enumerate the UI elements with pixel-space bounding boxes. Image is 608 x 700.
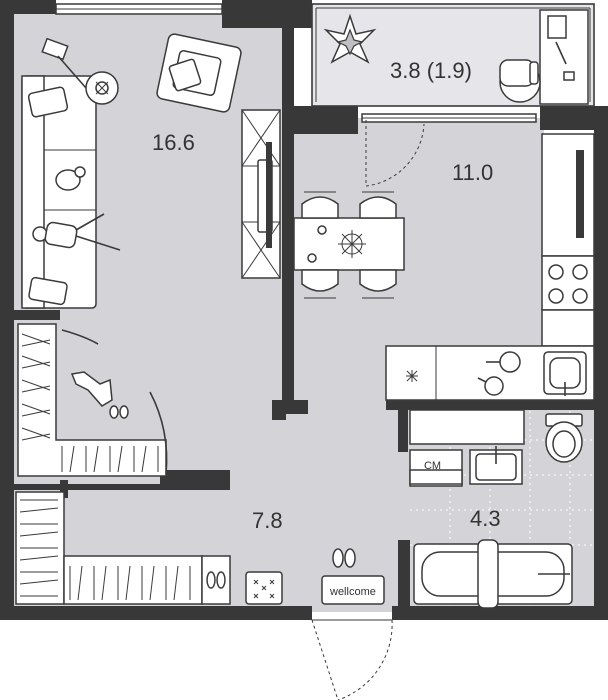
walls	[0, 0, 608, 620]
dining-chairs	[301, 191, 397, 299]
plant-icon	[323, 13, 377, 64]
flowers-icon	[338, 230, 366, 258]
bathtub-icon	[413, 539, 573, 609]
tv-cabinet	[241, 109, 281, 279]
kitchen-sink-icon	[543, 351, 587, 396]
balcony-area-label: 3.8 (1.9)	[390, 58, 472, 83]
balcony-door	[365, 120, 425, 187]
bathroom-area-label: 4.3	[470, 506, 501, 531]
cat-icon	[55, 166, 86, 191]
shoes-icon	[206, 571, 226, 589]
armchair	[156, 33, 242, 113]
office-chair-icon	[499, 59, 541, 103]
bath-sink-icon	[469, 446, 523, 485]
wardrobe	[17, 323, 168, 477]
sofa	[21, 75, 121, 309]
fridge-snowflake-icon	[406, 370, 418, 382]
washer-label: СМ	[424, 460, 441, 472]
pans-icon	[477, 351, 521, 396]
living-room-area-label: 16.6	[152, 130, 195, 155]
clothes-on-floor-icon	[70, 371, 129, 419]
desk	[539, 9, 589, 105]
entrance-door	[311, 619, 393, 700]
floor-lamp-icon	[41, 37, 119, 105]
slippers-icon	[332, 548, 356, 568]
dining-table	[293, 217, 405, 271]
pouf	[245, 571, 283, 605]
person-icon	[32, 213, 121, 251]
balcony	[311, 3, 595, 107]
hall-wardrobe	[15, 491, 231, 605]
hall-area-label: 7.8	[252, 508, 283, 533]
doormat: wellcome	[321, 548, 385, 605]
kitchen-units	[385, 133, 595, 401]
windows	[55, 3, 537, 123]
kitchen-area-label: 11.0	[452, 160, 493, 185]
bathroom: СМ	[409, 409, 583, 609]
doormat-label: wellcome	[329, 586, 376, 598]
toilet-icon	[545, 413, 583, 463]
